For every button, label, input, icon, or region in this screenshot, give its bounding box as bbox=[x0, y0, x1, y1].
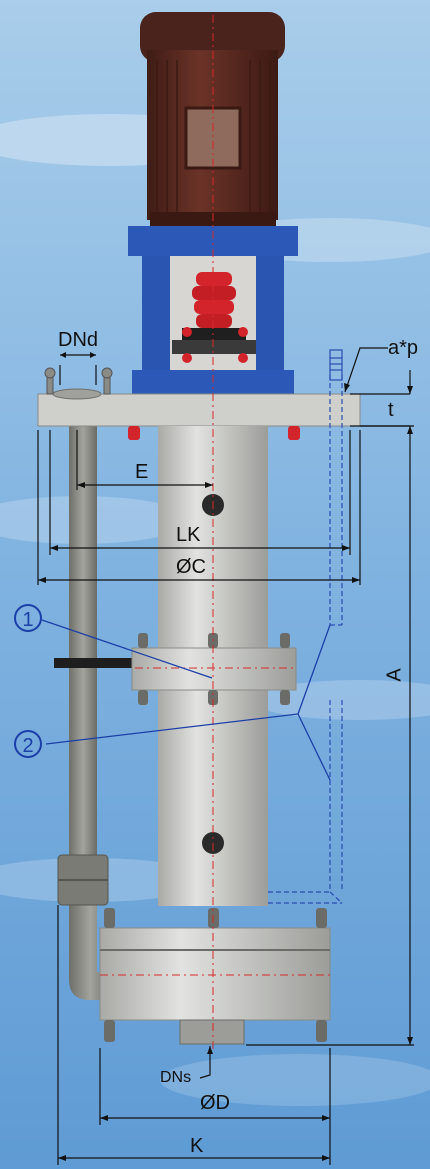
label-dns: DNs bbox=[160, 1069, 192, 1086]
lantern-left-leg bbox=[142, 256, 170, 386]
dimension-arrowheads bbox=[38, 352, 413, 1161]
callout-lines bbox=[41, 619, 331, 781]
middle-flange bbox=[131, 647, 297, 691]
label-e: E bbox=[135, 461, 149, 483]
hidden-pipe-lines bbox=[268, 375, 343, 904]
callout-1: 1 bbox=[14, 604, 42, 632]
middle-flange-bolts bbox=[138, 633, 290, 705]
label-ap: a*p bbox=[388, 337, 419, 359]
callout-2: 2 bbox=[14, 730, 42, 758]
pump-housing bbox=[99, 927, 331, 1021]
discharge-port bbox=[52, 388, 102, 400]
label-a: A bbox=[383, 668, 406, 682]
cloud bbox=[160, 1054, 430, 1106]
discharge-pipe bbox=[69, 425, 97, 865]
label-oc: ØC bbox=[176, 556, 206, 578]
centerlines bbox=[100, 15, 330, 1050]
red-stud bbox=[288, 426, 300, 440]
vent-nipple bbox=[329, 349, 343, 381]
suction-nozzle bbox=[179, 1019, 245, 1045]
motor-cooling-fins bbox=[156, 60, 271, 215]
red-stud bbox=[128, 426, 140, 440]
label-od: ØD bbox=[200, 1092, 230, 1114]
lantern-right-leg bbox=[256, 256, 284, 386]
coupling bbox=[172, 272, 256, 363]
pipe-clamp bbox=[54, 658, 140, 668]
label-k: K bbox=[190, 1135, 204, 1157]
label-dnd: DNd bbox=[58, 329, 99, 351]
label-lk: LK bbox=[176, 524, 201, 546]
plate-bolts bbox=[44, 367, 113, 395]
label-t: t bbox=[388, 399, 394, 421]
dimension-lines bbox=[37, 347, 414, 1165]
